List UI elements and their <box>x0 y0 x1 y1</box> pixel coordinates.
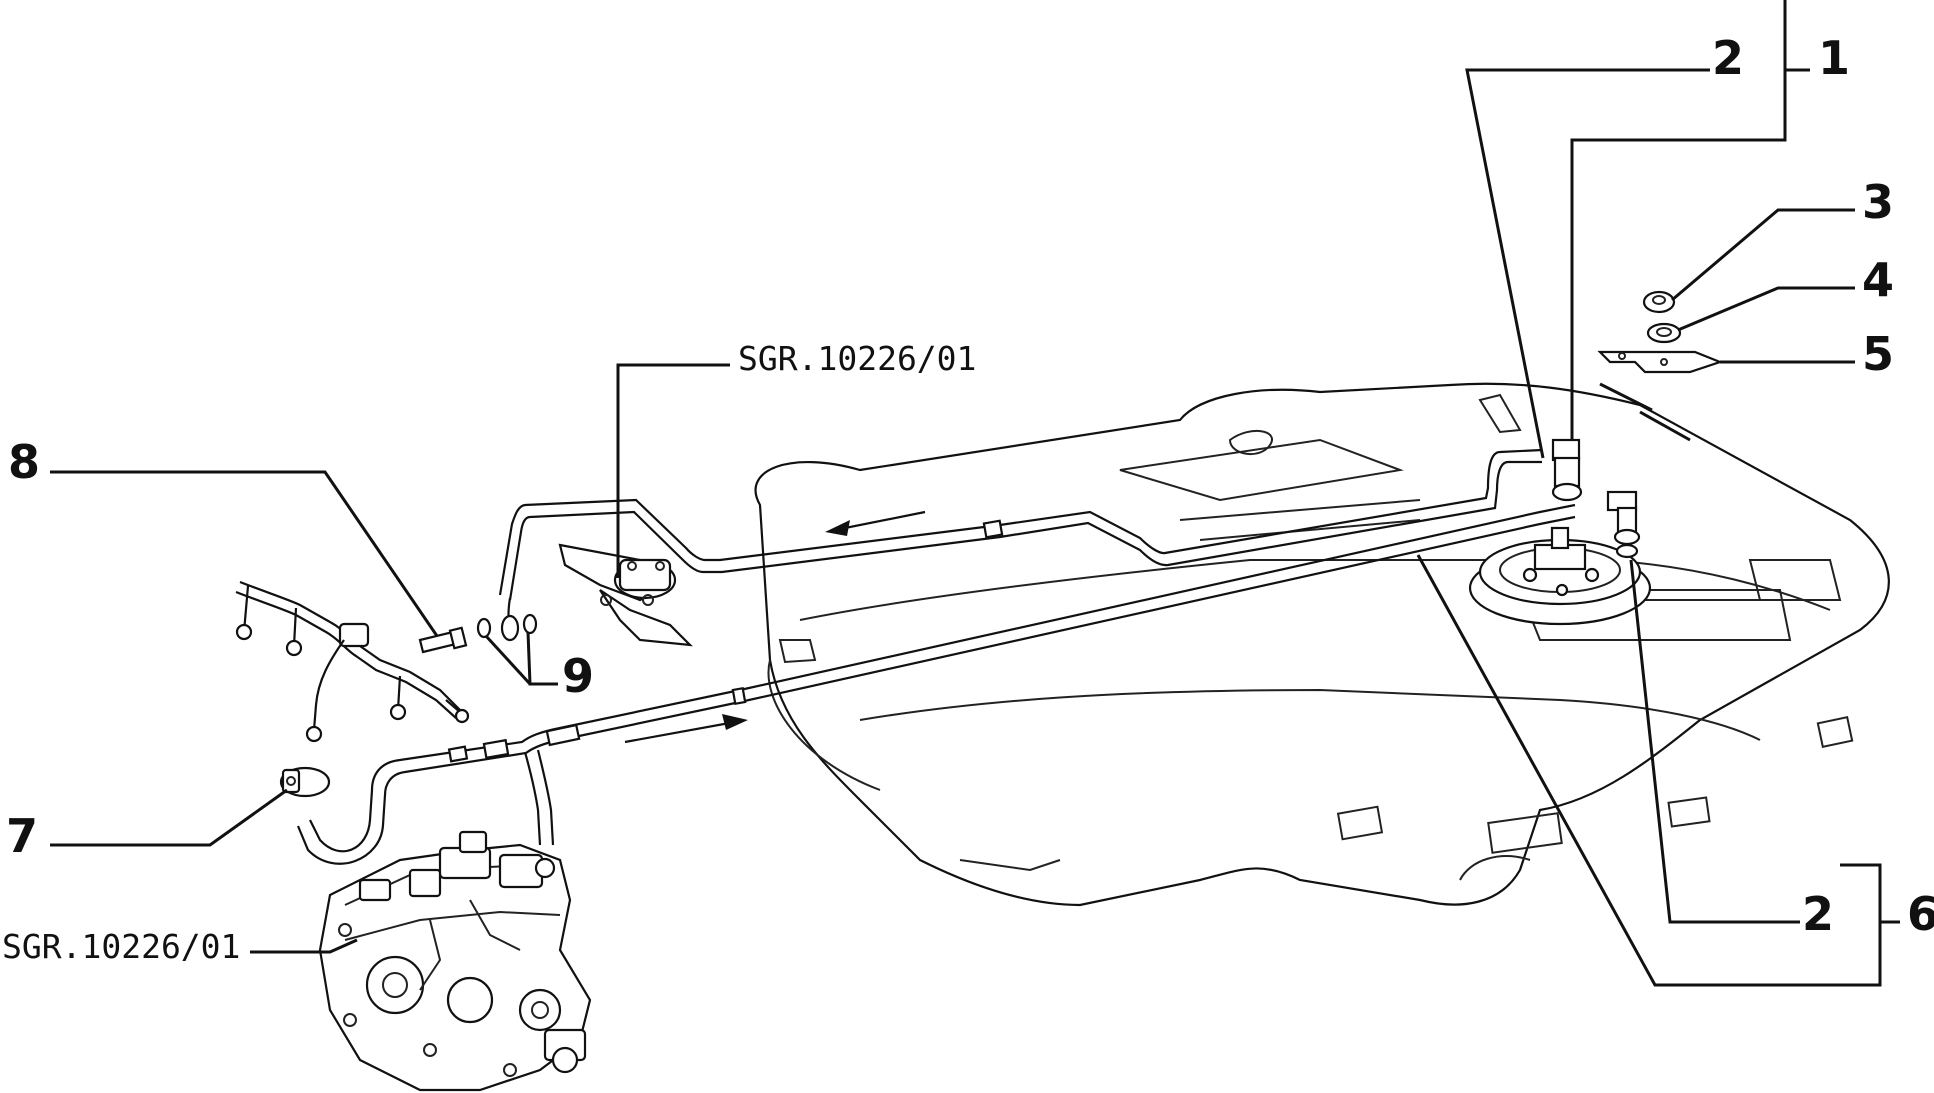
callout-6: 6 <box>1907 887 1934 941</box>
injection-pump <box>318 830 592 1092</box>
callout-1: 1 <box>1818 31 1850 85</box>
callout-4: 4 <box>1862 253 1894 307</box>
hose-clamp <box>279 766 331 798</box>
reference-code-lower: SGR.10226/01 <box>2 927 240 966</box>
reference-labels: SGR.10226/01 SGR.10226/01 <box>2 339 976 966</box>
fuel-lines <box>296 448 1576 865</box>
callout-3: 3 <box>1862 175 1894 229</box>
callout-8: 8 <box>8 435 40 489</box>
reference-code-upper: SGR.10226/01 <box>738 339 976 378</box>
washer-4 <box>1646 322 1682 344</box>
nut-3 <box>1642 290 1676 314</box>
callout-labels: 1 2 3 4 5 6 2 7 8 9 <box>6 31 1934 941</box>
injector-return-harness <box>235 580 470 743</box>
callout-7: 7 <box>6 809 38 863</box>
filter-bracket <box>558 543 693 647</box>
banjo-bolt-assembly <box>418 613 538 654</box>
callout-2-upper: 2 <box>1712 31 1744 85</box>
fuel-tank <box>754 382 1890 907</box>
leader-lines <box>50 0 1900 987</box>
callout-9: 9 <box>562 649 594 703</box>
callout-2-lower: 2 <box>1802 887 1834 941</box>
tank-fittings <box>1551 290 1724 559</box>
callout-5: 5 <box>1862 327 1894 381</box>
